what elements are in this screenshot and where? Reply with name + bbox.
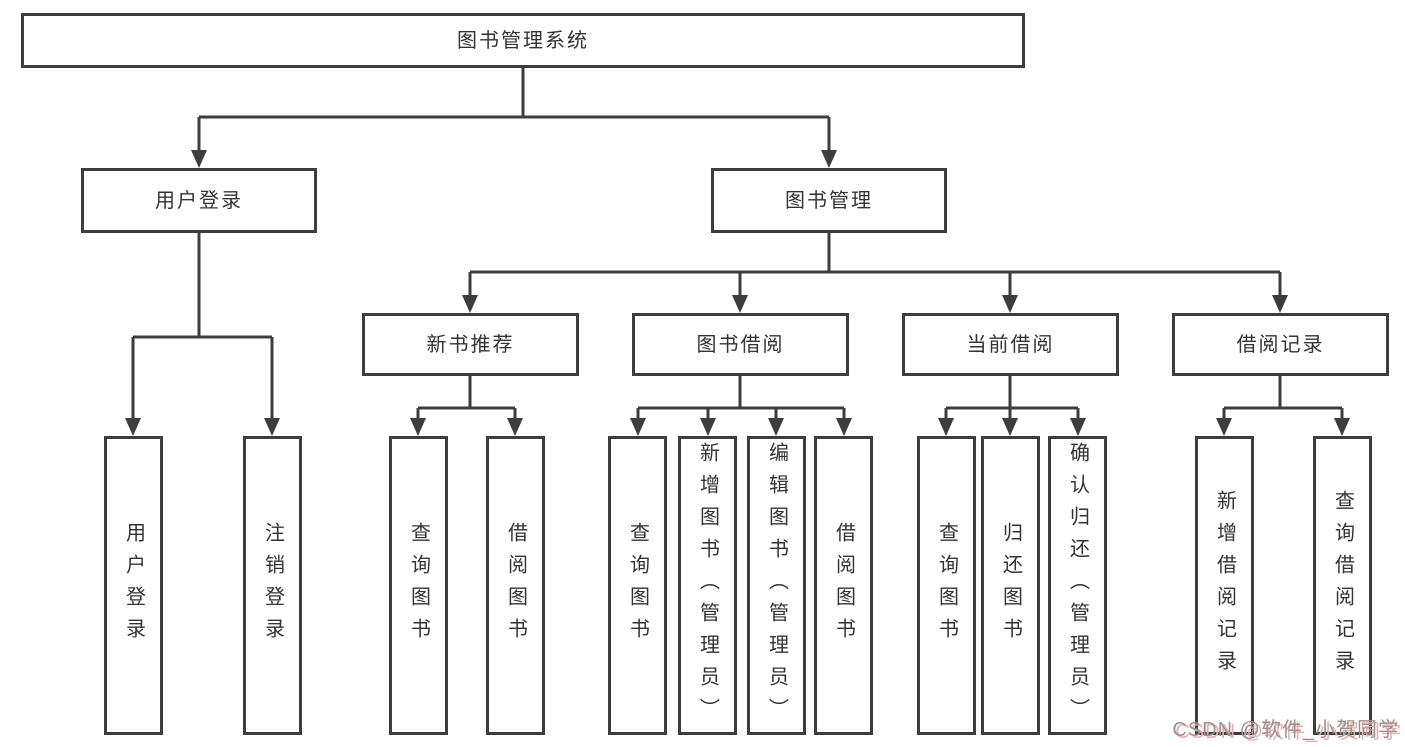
- node-user-login: 用户登录: [81, 168, 317, 233]
- leaf-query-books-current: 查询图书: [917, 436, 976, 735]
- node-book-borrow: 图书借阅: [632, 313, 849, 376]
- leaf-return-books-label: 归还图书: [999, 521, 1022, 650]
- leaf-borrow-books-label: 借阅图书: [832, 521, 855, 650]
- node-book-management-label: 图书管理: [785, 189, 873, 212]
- leaf-borrow-books-recommend-label: 借阅图书: [504, 521, 527, 650]
- node-current-borrow: 当前借阅: [902, 313, 1119, 376]
- csdn-watermark: CSDN @软件_小贺同学: [1172, 719, 1399, 741]
- node-book-borrow-label: 图书借阅: [696, 333, 785, 356]
- node-library-system-label: 图书管理系统: [457, 29, 589, 52]
- leaf-borrow-books-recommend: 借阅图书: [486, 436, 545, 735]
- leaf-query-borrow-record-label: 查询借阅记录: [1331, 489, 1354, 682]
- leaf-query-books-recommend: 查询图书: [389, 436, 448, 735]
- node-current-borrow-label: 当前借阅: [966, 333, 1055, 356]
- leaf-user-login-label: 用户登录: [122, 521, 145, 650]
- leaf-user-login: 用户登录: [104, 436, 163, 735]
- leaf-query-books-borrow-label: 查询图书: [626, 521, 649, 650]
- leaf-edit-book-admin: 编辑图书（管理员）: [747, 436, 806, 735]
- node-book-management: 图书管理: [711, 168, 947, 233]
- leaf-add-borrow-record: 新增借阅记录: [1195, 436, 1254, 735]
- node-new-book-recommend: 新书推荐: [362, 313, 579, 376]
- leaf-add-book-admin-label: 新增图书（管理员）: [696, 441, 719, 730]
- leaf-query-borrow-record: 查询借阅记录: [1313, 436, 1372, 735]
- node-new-book-recommend-label: 新书推荐: [426, 333, 515, 356]
- leaf-query-books-recommend-label: 查询图书: [407, 521, 430, 650]
- leaf-borrow-books: 借阅图书: [814, 436, 873, 735]
- leaf-query-books-current-label: 查询图书: [935, 521, 958, 650]
- leaf-confirm-return-admin: 确认归还（管理员）: [1048, 436, 1107, 735]
- leaf-logout: 注销登录: [243, 436, 302, 735]
- leaf-return-books: 归还图书: [981, 436, 1040, 735]
- leaf-add-book-admin: 新增图书（管理员）: [678, 436, 737, 735]
- node-library-system: 图书管理系统: [21, 13, 1025, 68]
- node-borrow-records: 借阅记录: [1172, 313, 1389, 376]
- node-borrow-records-label: 借阅记录: [1236, 333, 1325, 356]
- leaf-query-books-borrow: 查询图书: [608, 436, 667, 735]
- leaf-logout-label: 注销登录: [261, 521, 284, 650]
- leaf-add-borrow-record-label: 新增借阅记录: [1213, 489, 1236, 682]
- leaf-edit-book-admin-label: 编辑图书（管理员）: [765, 441, 788, 730]
- leaf-confirm-return-admin-label: 确认归还（管理员）: [1066, 441, 1089, 730]
- node-user-login-label: 用户登录: [155, 189, 243, 212]
